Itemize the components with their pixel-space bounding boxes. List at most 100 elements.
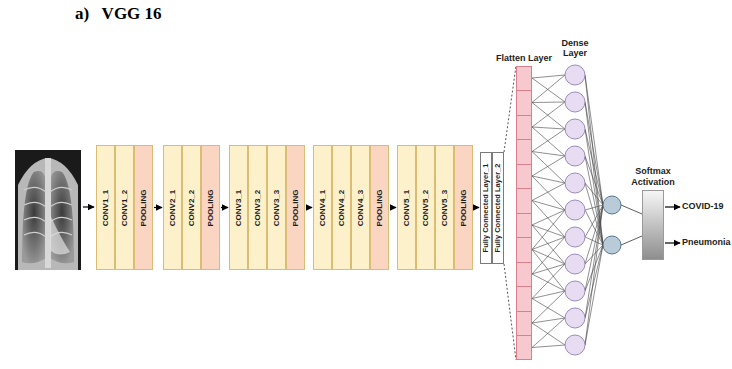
- layer-name: Fully Connected Layer_1: [482, 164, 490, 253]
- dense-link: [532, 225, 565, 264]
- dense-link: [532, 129, 565, 152]
- dense-link: [532, 102, 565, 104]
- layer-name: POOLING: [292, 189, 300, 226]
- conv-layer: CONV2_2: [182, 145, 201, 270]
- dense-link: [585, 75, 603, 245]
- layer-heading: Softmax Activation: [623, 166, 683, 187]
- conv-layer: CONV4_3: [351, 145, 370, 270]
- dense-neuron: [565, 146, 585, 166]
- input-arrow: [83, 206, 94, 207]
- layer-name: CONV1_1: [102, 189, 110, 225]
- class-label: Pneumonia: [682, 237, 731, 247]
- pooling-layer: POOLING: [454, 145, 473, 270]
- dense-link: [532, 156, 565, 176]
- dense-link: [532, 75, 565, 78]
- layer-name: POOLING: [376, 189, 384, 226]
- figure-title: a) VGG 16: [75, 4, 162, 24]
- dense-link: [585, 129, 603, 205]
- dense-link: [585, 205, 603, 345]
- dense-link: [532, 323, 565, 345]
- layer-name: CONV4_3: [357, 189, 365, 225]
- conv-layer: CONV4_2: [332, 145, 351, 270]
- dense-link: [532, 210, 565, 225]
- flow-arrow: [221, 207, 228, 208]
- dense-link: [532, 152, 565, 157]
- dense-neuron: [565, 173, 585, 193]
- layer-name: CONV2_1: [169, 189, 177, 225]
- dense-link: [585, 183, 603, 205]
- layer-name: CONV1_2: [121, 189, 129, 225]
- output-neuron: [603, 196, 621, 214]
- layer-name: CONV2_2: [188, 189, 196, 225]
- class-label: COVID-19: [682, 201, 724, 211]
- pooling-layer: POOLING: [370, 145, 389, 270]
- dense-network: [532, 65, 642, 355]
- layer-name: CONV3_3: [273, 189, 281, 225]
- conv-layer: CONV4_1: [313, 145, 332, 270]
- layer-name: CONV5_1: [403, 189, 411, 225]
- conv-layer: CONV3_3: [267, 145, 286, 270]
- dense-link: [532, 291, 565, 323]
- dense-link: [532, 210, 565, 250]
- dense-link: [532, 237, 565, 274]
- dense-neuron: [565, 119, 585, 139]
- output-arrow: [665, 242, 680, 243]
- chest-xray: [15, 150, 81, 270]
- conv-layer: CONV2_1: [163, 145, 182, 270]
- pooling-layer: POOLING: [286, 145, 305, 270]
- dense-link: [585, 245, 603, 291]
- conv-layer: CONV3_1: [229, 145, 248, 270]
- layer-heading: Flatten Layer: [494, 53, 554, 63]
- layer-heading: Dense Layer: [553, 38, 597, 59]
- dense-link: [532, 176, 565, 183]
- dense-link: [585, 156, 603, 245]
- flow-arrow: [390, 207, 396, 208]
- softmax-box: Softmax Activation: [642, 190, 664, 260]
- fully-connected-layer: Fully Connected Layer_2: [492, 152, 504, 264]
- dense-link: [532, 127, 565, 129]
- dense-link: [532, 250, 565, 265]
- dense-link: [532, 201, 565, 211]
- dense-link: [532, 291, 565, 299]
- dense-link: [585, 237, 603, 245]
- layer-name: CONV4_2: [338, 189, 346, 225]
- conv-layer: CONV3_2: [248, 145, 267, 270]
- flow-arrow: [306, 207, 312, 208]
- fully-connected-layer: Fully Connected Layer_1: [480, 152, 492, 264]
- dense-link: [532, 176, 565, 210]
- layer-name: POOLING: [140, 189, 148, 226]
- layer-name: CONV3_1: [235, 189, 243, 225]
- layer-name: POOLING: [460, 189, 468, 226]
- conv-layer: CONV1_2: [115, 145, 134, 270]
- dense-link: [532, 264, 565, 299]
- layer-name: CONV4_1: [319, 189, 327, 225]
- output-arrow: [665, 206, 680, 207]
- dense-link: [585, 102, 603, 205]
- layer-name: Fully Connected Layer_2: [494, 164, 502, 253]
- dense-link: [585, 245, 603, 318]
- dense-link: [532, 237, 565, 250]
- flatten-layer: Flatten Layer: [516, 66, 532, 360]
- dense-neuron: [565, 227, 585, 247]
- softmax-link: [621, 236, 642, 245]
- dense-neuron: [565, 92, 585, 112]
- dense-link: [585, 245, 603, 345]
- layer-name: POOLING: [207, 189, 215, 226]
- dense-link: [532, 299, 565, 319]
- conv-layer: CONV1_1: [96, 145, 115, 270]
- dense-neuron: [565, 335, 585, 355]
- dense-link: [532, 102, 565, 127]
- dense-link: [532, 103, 565, 130]
- dense-neuron: [565, 254, 585, 274]
- layer-name: CONV5_3: [441, 189, 449, 225]
- dense-neuron: [565, 308, 585, 328]
- dense-link: [585, 156, 603, 205]
- projection-line: [504, 66, 516, 360]
- dense-link: [532, 152, 565, 184]
- dense-neuron: [565, 200, 585, 220]
- conv-layer: CONV5_1: [397, 145, 416, 270]
- dense-link: [532, 183, 565, 201]
- dense-link: [532, 318, 565, 348]
- dense-link: [532, 345, 565, 348]
- dense-link: [585, 205, 603, 291]
